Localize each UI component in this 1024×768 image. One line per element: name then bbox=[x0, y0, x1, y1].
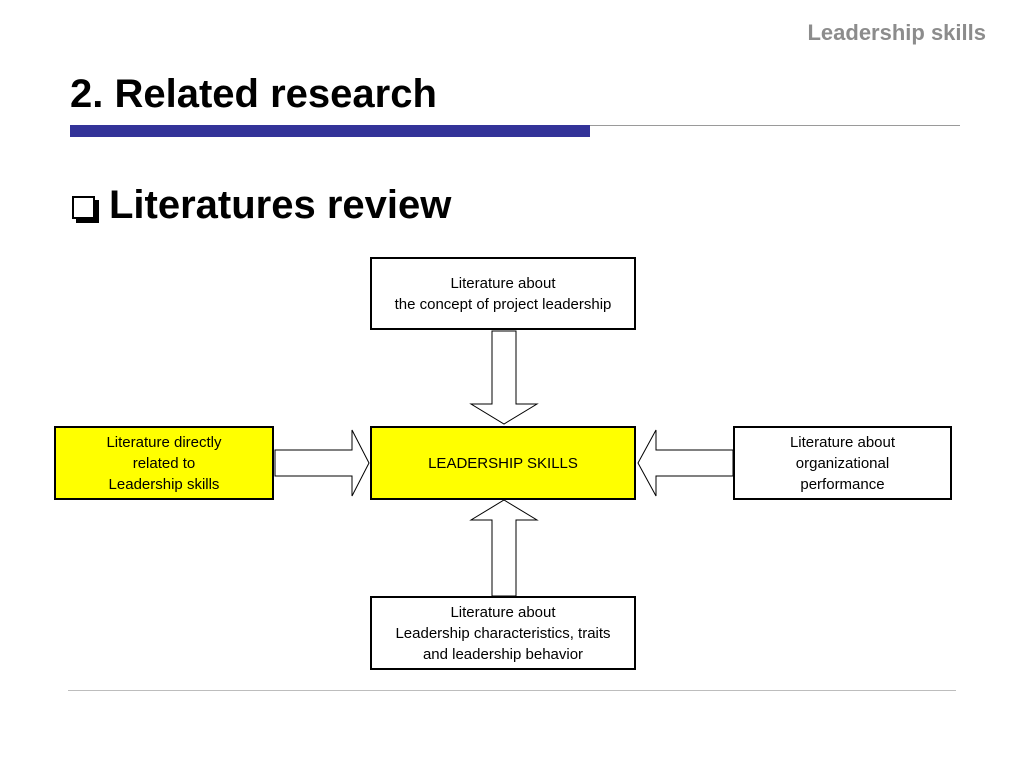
box-text-line: and leadership behavior bbox=[422, 645, 584, 663]
box-project-leadership: Literature about the concept of project … bbox=[370, 257, 636, 330]
arrow-left-icon bbox=[637, 429, 734, 497]
box-text-line: performance bbox=[800, 475, 885, 493]
box-leadership-characteristics: Literature about Leadership characterist… bbox=[370, 596, 636, 670]
footer-rule bbox=[68, 690, 956, 691]
box-text-line: the concept of project leadership bbox=[394, 295, 612, 313]
box-text-line: organizational bbox=[795, 454, 890, 472]
page-title: 2. Related research bbox=[70, 72, 437, 116]
box-organizational-performance: Literature about organizational performa… bbox=[733, 426, 952, 500]
box-text-line: Leadership characteristics, traits bbox=[395, 624, 611, 642]
box-text-line: Literature about bbox=[450, 603, 556, 621]
box-center-leadership-skills: LEADERSHIP SKILLS bbox=[370, 426, 636, 500]
box-text-line: Literature about bbox=[789, 433, 896, 451]
subtitle-text: Literatures review bbox=[109, 183, 452, 227]
arrow-up-icon bbox=[469, 499, 539, 597]
subtitle: Literatures review bbox=[72, 183, 451, 227]
box-text-line: related to bbox=[132, 454, 196, 472]
box-text-line: Literature directly bbox=[106, 433, 222, 451]
box-text-line: Literature about bbox=[450, 274, 556, 292]
header-tag: Leadership skills bbox=[807, 20, 986, 45]
arrow-down-icon bbox=[469, 330, 539, 425]
box-text-line: LEADERSHIP SKILLS bbox=[428, 454, 578, 472]
checkbox-icon bbox=[72, 195, 95, 219]
title-accent-bar bbox=[70, 125, 590, 137]
box-leadership-skills-literature: Literature directly related to Leadershi… bbox=[54, 426, 274, 500]
box-text-line: Leadership skills bbox=[108, 475, 220, 493]
arrow-right-icon bbox=[274, 429, 370, 497]
